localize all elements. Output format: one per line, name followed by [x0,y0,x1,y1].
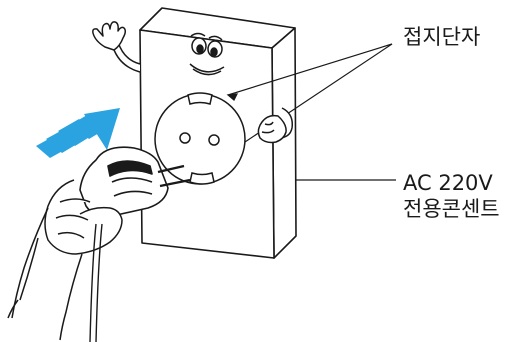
outlet-label-line1: AC 220V [403,170,500,196]
outlet-label-line2: 전용콘센트 [403,196,500,222]
ground-terminal-label: 접지단자 [403,24,480,50]
outlet-label: AC 220V 전용콘센트 [403,170,500,222]
outlet-left-arm-icon [93,22,140,72]
